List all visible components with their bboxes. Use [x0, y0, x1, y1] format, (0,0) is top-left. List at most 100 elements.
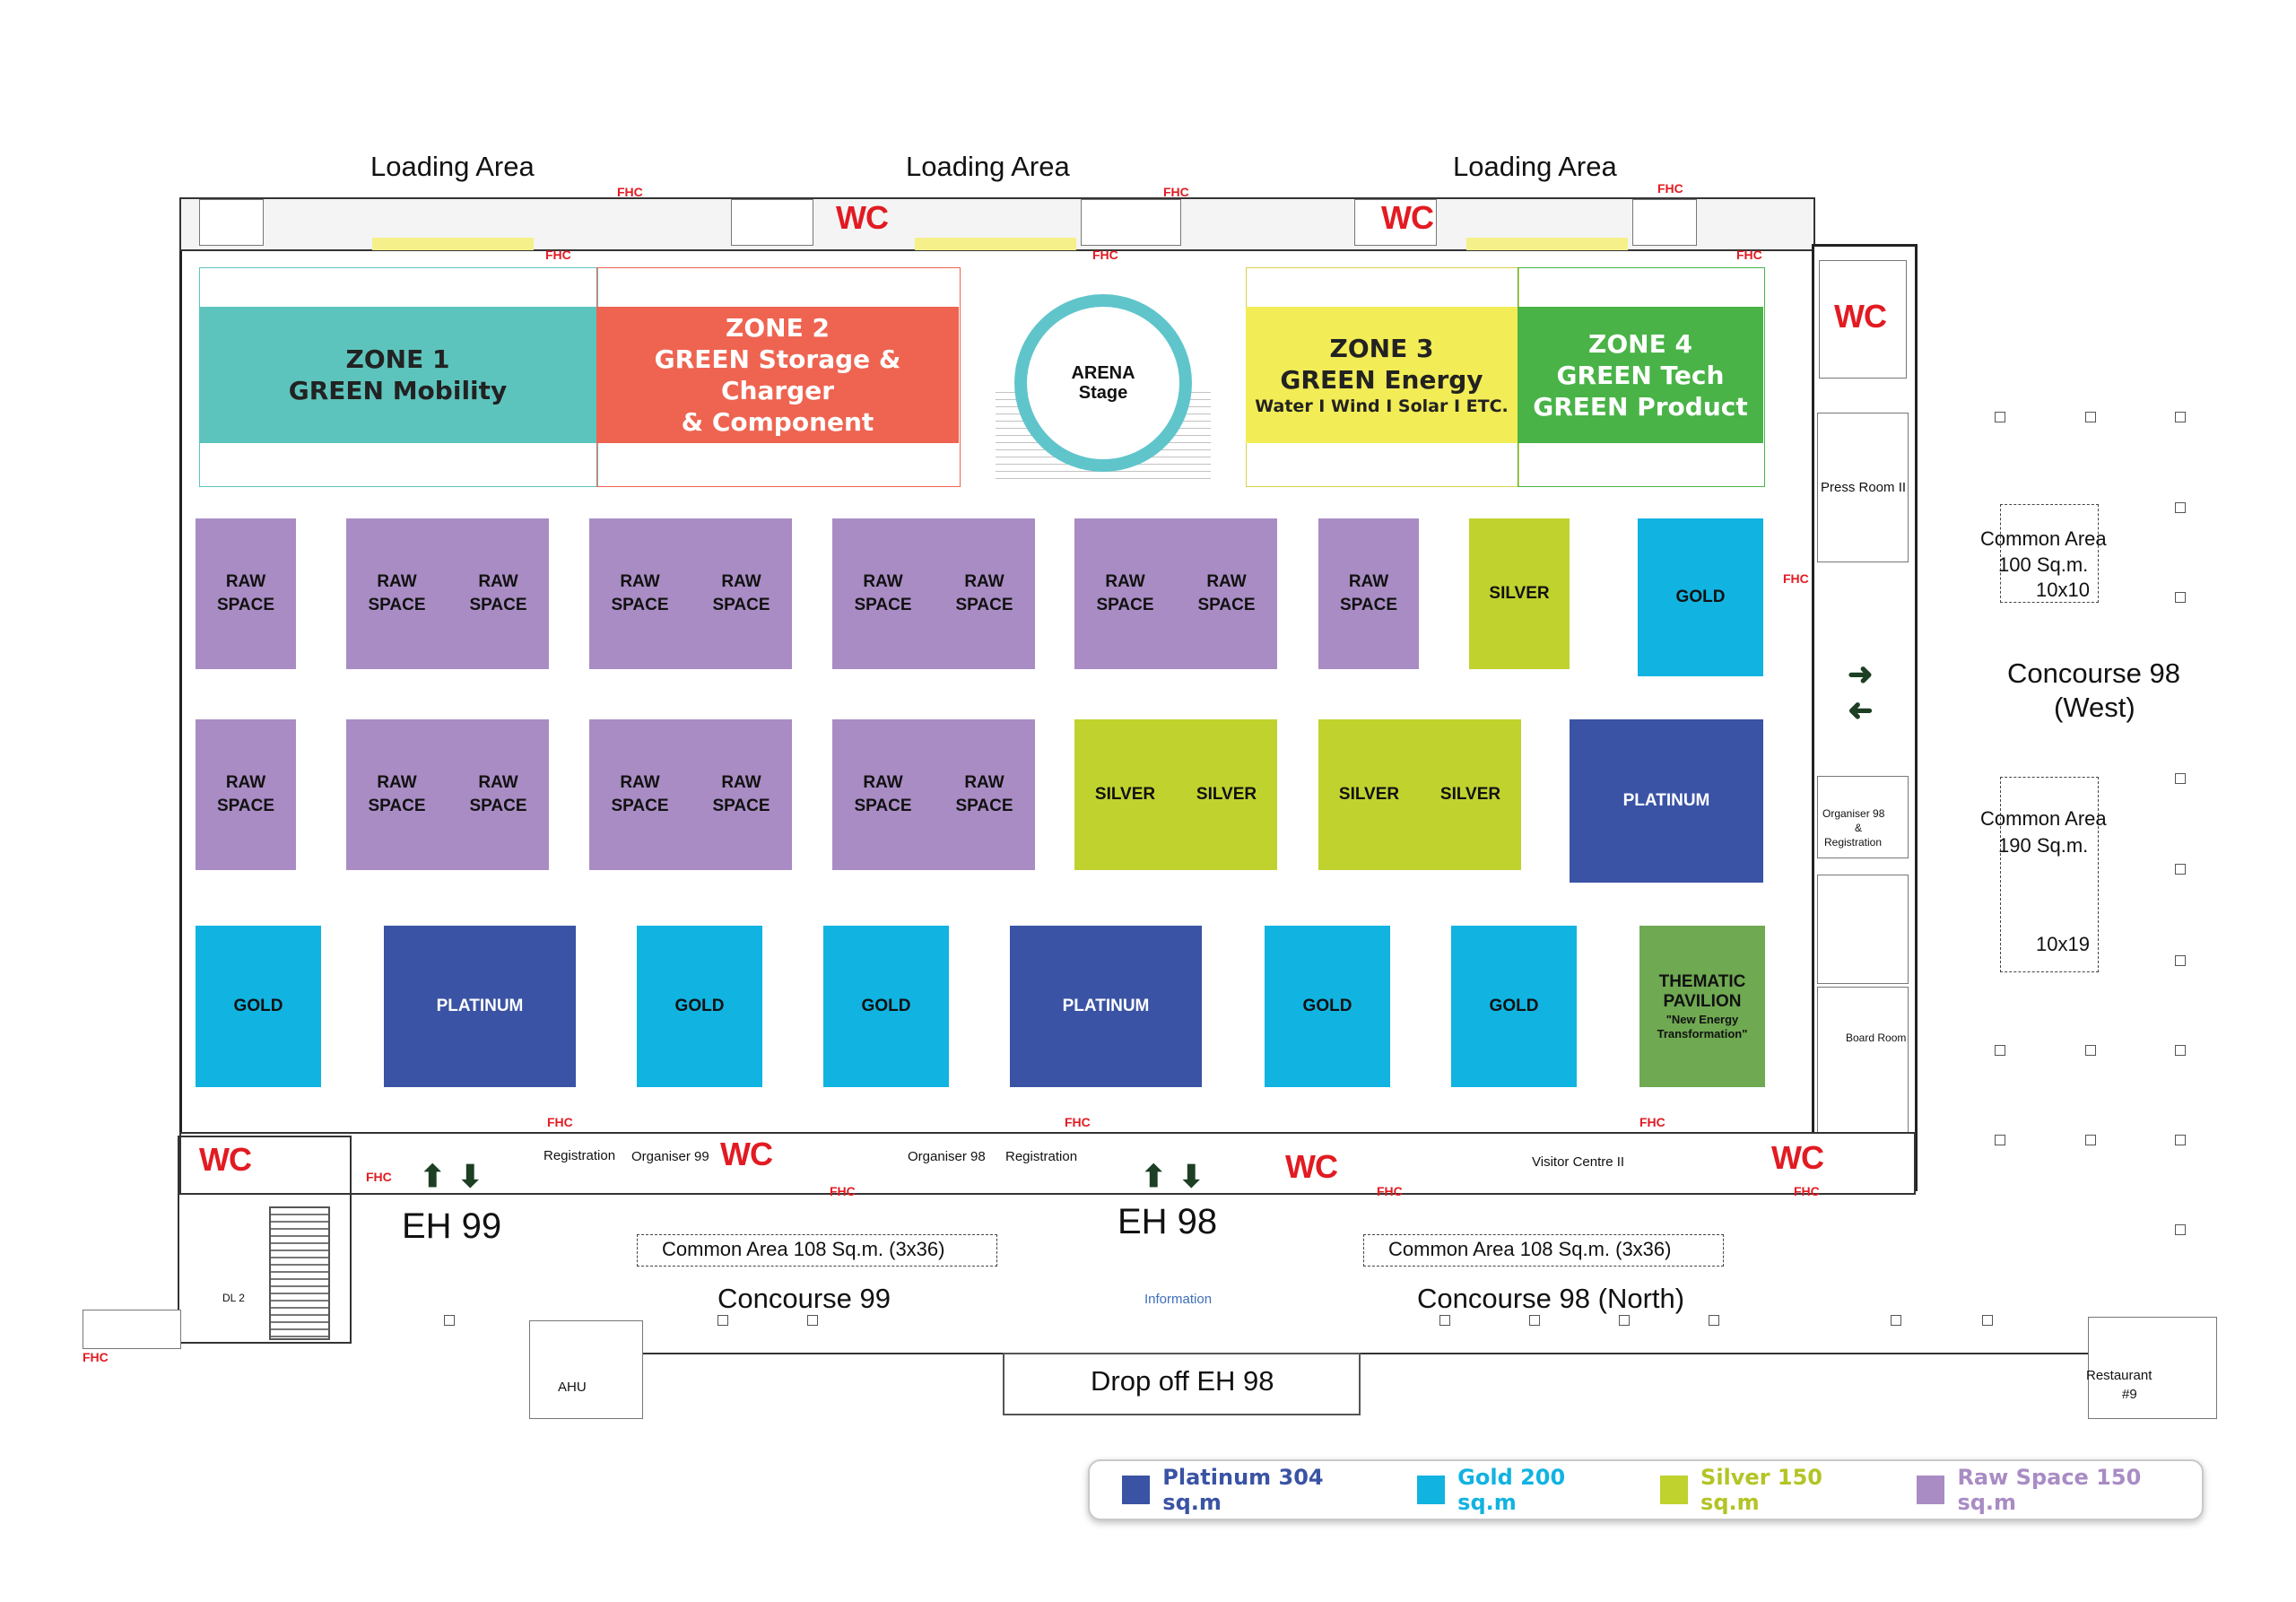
- legend-platinum-swatch: [1122, 1476, 1151, 1504]
- common-area-right-label: Common Area 108 Sq.m. (3x36): [1388, 1238, 1672, 1260]
- thematic-pavilion[interactable]: THEMATIC PAVILION "New Energy Transforma…: [1639, 926, 1765, 1087]
- wc-block-right: [1819, 260, 1907, 379]
- organiser-registration-room: [1817, 776, 1909, 858]
- loading-area-label-1: Loading Area: [370, 151, 535, 182]
- ahu-label: AHU: [558, 1380, 587, 1395]
- gold-label: GOLD: [233, 997, 283, 1016]
- fhc-marker: FHC: [1783, 571, 1809, 586]
- gold-label: GOLD: [674, 997, 725, 1016]
- silver-booth-double[interactable]: SILVER SILVER: [1318, 719, 1521, 870]
- thematic-sub-2: Transformation": [1657, 1026, 1748, 1040]
- gold-booth[interactable]: GOLD: [637, 926, 762, 1087]
- fhc-marker: FHC: [830, 1184, 856, 1198]
- common-area-2-size: 190 Sq.m.: [1998, 834, 2089, 857]
- gold-booth[interactable]: GOLD: [1638, 518, 1763, 676]
- zone1-banner[interactable]: ZONE 1 GREEN Mobility: [199, 307, 596, 443]
- gold-booth[interactable]: GOLD: [1265, 926, 1390, 1087]
- zone4-banner[interactable]: ZONE 4 GREEN Tech GREEN Product: [1518, 307, 1763, 443]
- raw-label: RAW: [1206, 572, 1247, 592]
- gold-booth[interactable]: GOLD: [196, 926, 321, 1087]
- zone3-title: ZONE 3: [1329, 333, 1434, 363]
- platinum-booth[interactable]: PLATINUM: [1010, 926, 1202, 1087]
- gold-booth[interactable]: GOLD: [823, 926, 949, 1087]
- space-label: SPACE: [469, 797, 527, 815]
- space-label: SPACE: [712, 596, 770, 614]
- press-room-label: Press Room II: [1821, 480, 1907, 495]
- fhc-marker: FHC: [545, 248, 571, 262]
- silver-booth-double[interactable]: SILVER SILVER: [1074, 719, 1277, 870]
- raw-label: RAW: [620, 572, 660, 592]
- space-label: SPACE: [955, 596, 1013, 614]
- legend-raw-label: Raw Space 150 sq.m: [1957, 1465, 2142, 1515]
- platinum-label: PLATINUM: [1062, 997, 1150, 1016]
- zone3-banner[interactable]: ZONE 3 GREEN Energy Water I Wind I Solar…: [1246, 307, 1518, 443]
- fhc-marker: FHC: [1657, 181, 1683, 196]
- pillar: [1891, 1315, 1901, 1326]
- registration-98-label: Registration: [1005, 1149, 1078, 1164]
- board-room-label: Board Room: [1846, 1032, 1907, 1044]
- common-area-2-dim: 10x19: [2036, 933, 2090, 955]
- common-area-2: [2000, 777, 2099, 972]
- fhc-marker: FHC: [1163, 185, 1189, 199]
- pillar: [2085, 412, 2096, 422]
- raw-label: RAW: [377, 572, 417, 592]
- space-label: SPACE: [955, 797, 1013, 815]
- zone4-title: ZONE 4: [1588, 328, 1692, 359]
- pillar: [1529, 1315, 1540, 1326]
- platinum-booth[interactable]: PLATINUM: [384, 926, 576, 1087]
- concourse-98-north-label: Concourse 98 (North): [1417, 1283, 1685, 1314]
- fhc-marker: FHC: [83, 1350, 109, 1364]
- legend-silver-swatch: [1659, 1476, 1689, 1504]
- silver-booth[interactable]: SILVER: [1469, 518, 1570, 669]
- zone2-banner[interactable]: ZONE 2 GREEN Storage & Charger & Compone…: [596, 307, 959, 443]
- legend-platinum-label: Platinum 304 sq.m: [1162, 1465, 1324, 1515]
- pillar: [2175, 773, 2186, 784]
- legend-raw: Raw Space 150 sq.m: [1917, 1465, 2202, 1515]
- space-label: SPACE: [712, 797, 770, 815]
- wc-marker: WC: [720, 1136, 773, 1172]
- legend-platinum: Platinum 304 sq.m: [1122, 1465, 1385, 1515]
- gold-label: GOLD: [1489, 997, 1539, 1016]
- organiser-reg-line2: &: [1855, 822, 1863, 834]
- zone3-detail: Water I Wind I Solar I ETC.: [1255, 396, 1509, 416]
- arena-title: ARENA: [1071, 363, 1135, 383]
- drop-off-label: Drop off EH 98: [1091, 1365, 1274, 1397]
- wc-marker: WC: [1285, 1148, 1338, 1185]
- fhc-marker: FHC: [1092, 248, 1118, 262]
- silver-label: SILVER: [1094, 785, 1156, 805]
- platinum-label: PLATINUM: [436, 997, 524, 1016]
- loading-area-label-3: Loading Area: [1453, 151, 1617, 182]
- raw-label: RAW: [478, 773, 518, 793]
- legend-gold-label: Gold 200 sq.m: [1457, 1465, 1566, 1515]
- eh98-label: EH 98: [1118, 1202, 1218, 1241]
- gold-booth[interactable]: GOLD: [1451, 926, 1577, 1087]
- raw-label: RAW: [377, 773, 417, 793]
- space-label: SPACE: [1339, 596, 1398, 614]
- arena-subtitle: Stage: [1078, 383, 1128, 403]
- wc-marker: WC: [836, 199, 889, 236]
- zone2-title: ZONE 2: [726, 313, 830, 343]
- registration-99-label: Registration: [544, 1148, 616, 1163]
- arrow-up-icon: ⬆: [1141, 1160, 1167, 1194]
- common-area-1-dim: 10x10: [2036, 579, 2090, 601]
- raw-label: RAW: [964, 773, 1004, 793]
- concourse-west-subtitle: (West): [2054, 692, 2135, 723]
- platinum-booth[interactable]: PLATINUM: [1570, 719, 1763, 883]
- zone3-subtitle: GREEN Energy: [1280, 364, 1483, 395]
- dropoff-frame: [1003, 1353, 1361, 1415]
- space-label: SPACE: [611, 596, 669, 614]
- escalator: [269, 1206, 330, 1340]
- fhc-marker: FHC: [547, 1115, 573, 1129]
- common-area-1-title: Common Area: [1980, 527, 2107, 550]
- arena-stage[interactable]: ARENA Stage: [1014, 294, 1192, 472]
